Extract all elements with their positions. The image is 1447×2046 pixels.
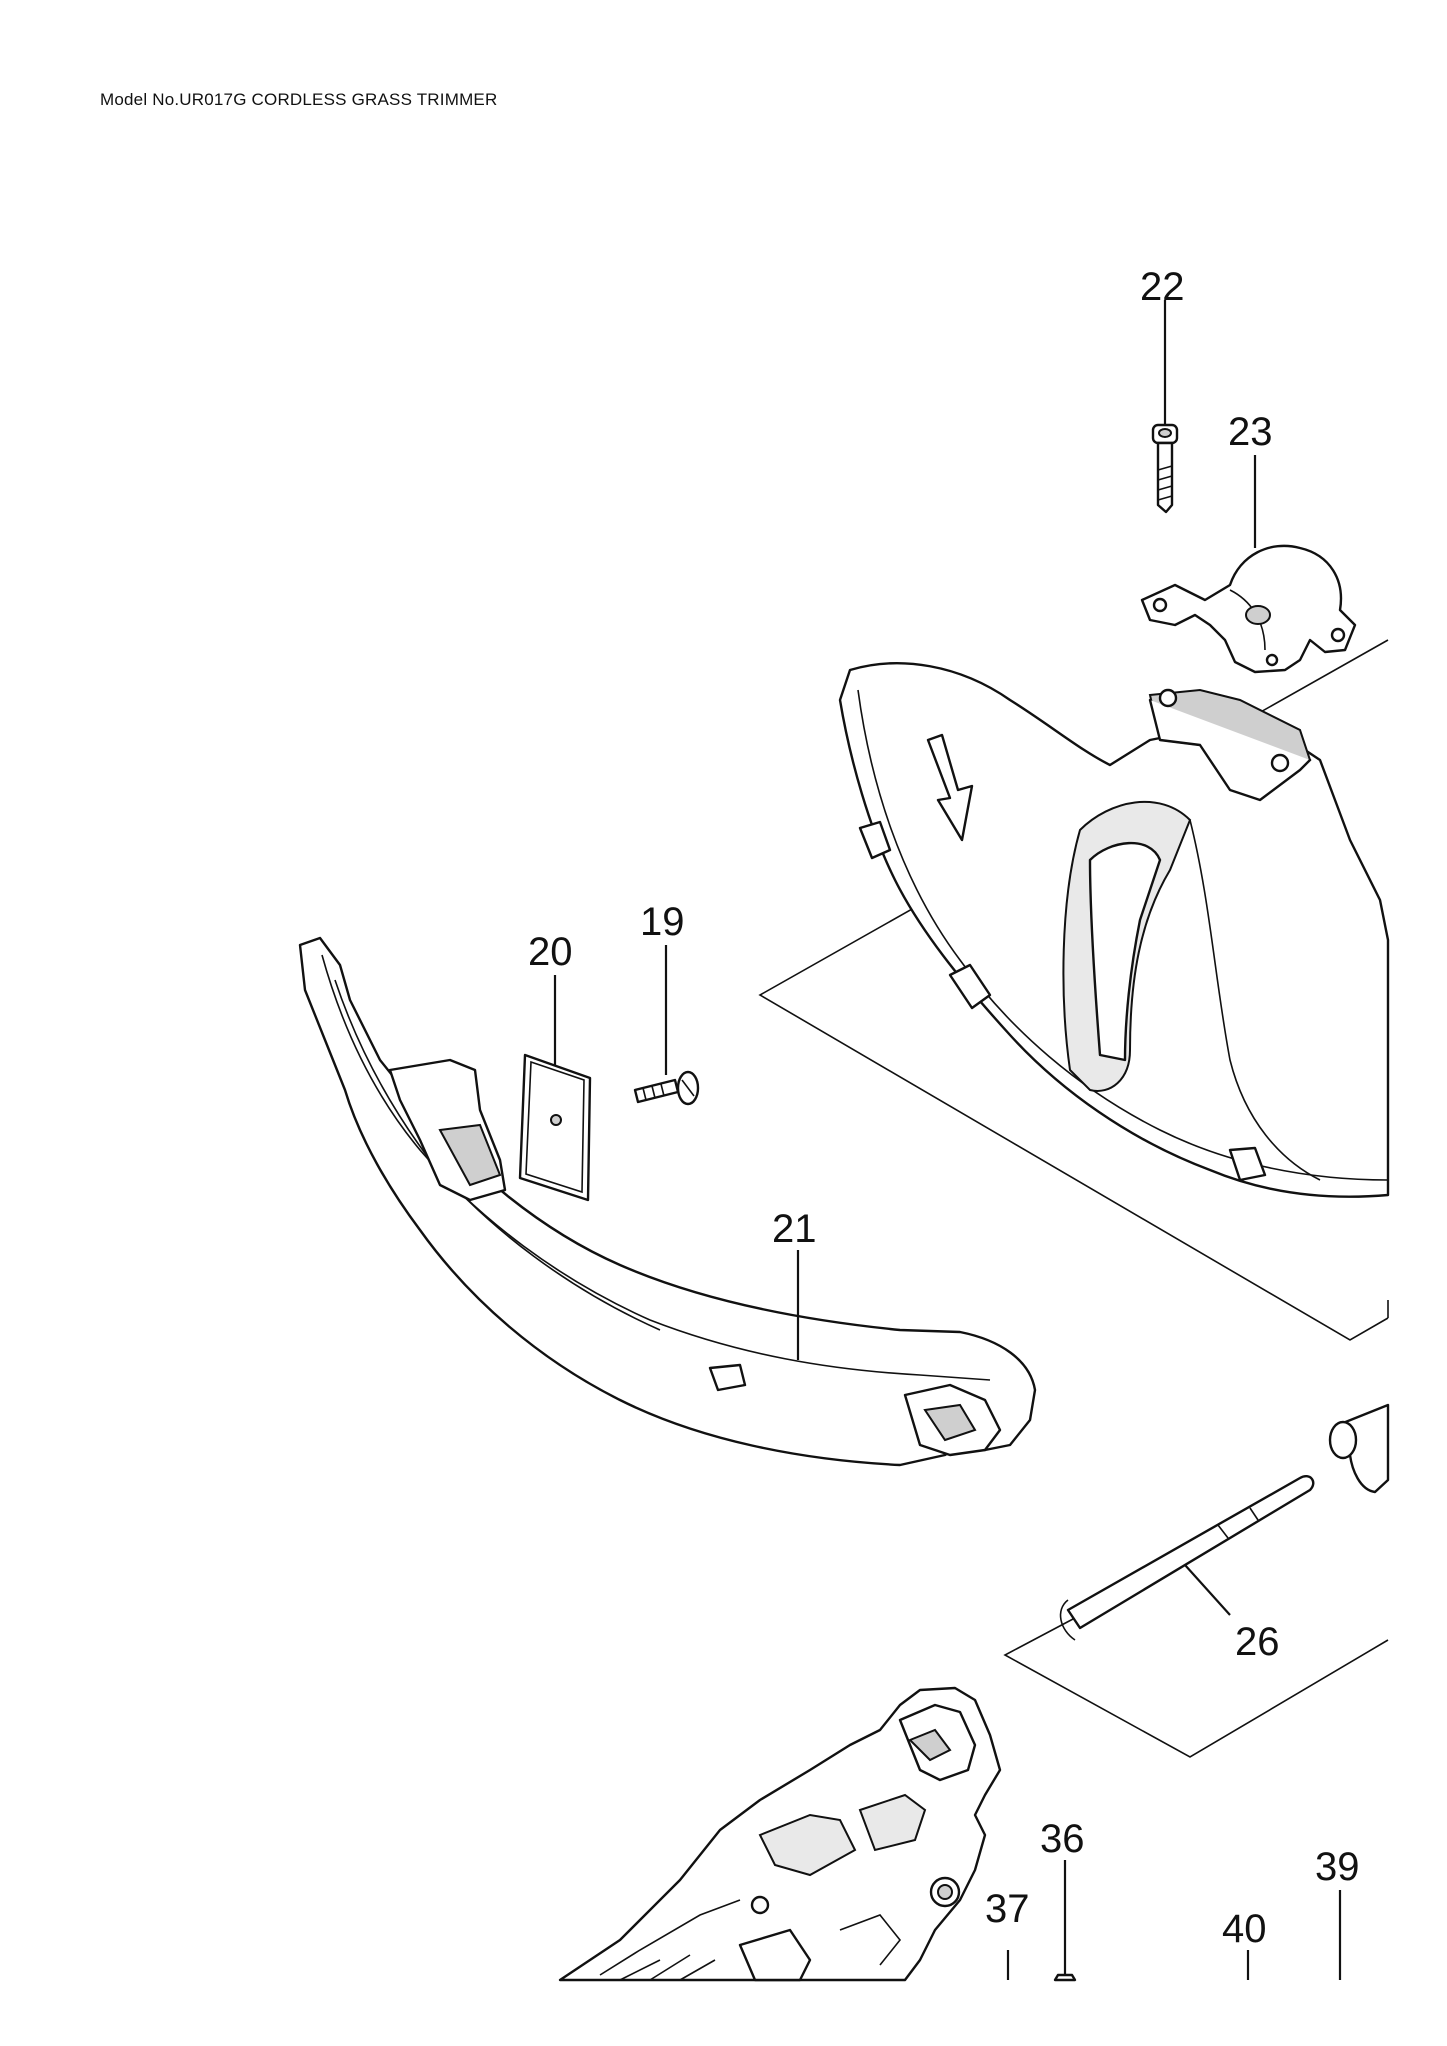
callout-36: 36 [1040, 1817, 1085, 1861]
shaft-assembly-outline [1003, 1609, 1389, 1758]
part-19-screw: 19 [633, 900, 700, 1106]
callout-37: 37 [985, 1887, 1030, 1931]
part-39: 39 [1315, 1845, 1360, 1980]
part-22-bolt: 22 [1140, 265, 1185, 514]
part-20-plate: 20 [518, 930, 592, 1202]
part-26-drive-shaft: 26 [1059, 1475, 1315, 1664]
part-36: 36 [1040, 1817, 1085, 1982]
part-21-guard-extension: 21 [298, 936, 1037, 1467]
shaft-tube [1328, 1403, 1390, 1494]
callout-21: 21 [772, 1207, 817, 1251]
callout-23: 23 [1228, 410, 1273, 454]
callout-19: 19 [640, 900, 685, 944]
part-23-clamp: 23 [1140, 410, 1357, 674]
part-37: 37 [985, 1887, 1030, 1980]
callout-40: 40 [1222, 1907, 1267, 1951]
guard-main-body [838, 662, 1390, 1318]
callout-39: 39 [1315, 1845, 1360, 1889]
callout-26: 26 [1235, 1620, 1280, 1664]
callout-22: 22 [1140, 265, 1185, 309]
callout-20: 20 [528, 930, 573, 974]
page-title: Model No.UR017G CORDLESS GRASS TRIMMER [100, 90, 498, 109]
motor-housing [558, 1686, 1002, 1982]
part-40: 40 [1222, 1907, 1267, 1980]
